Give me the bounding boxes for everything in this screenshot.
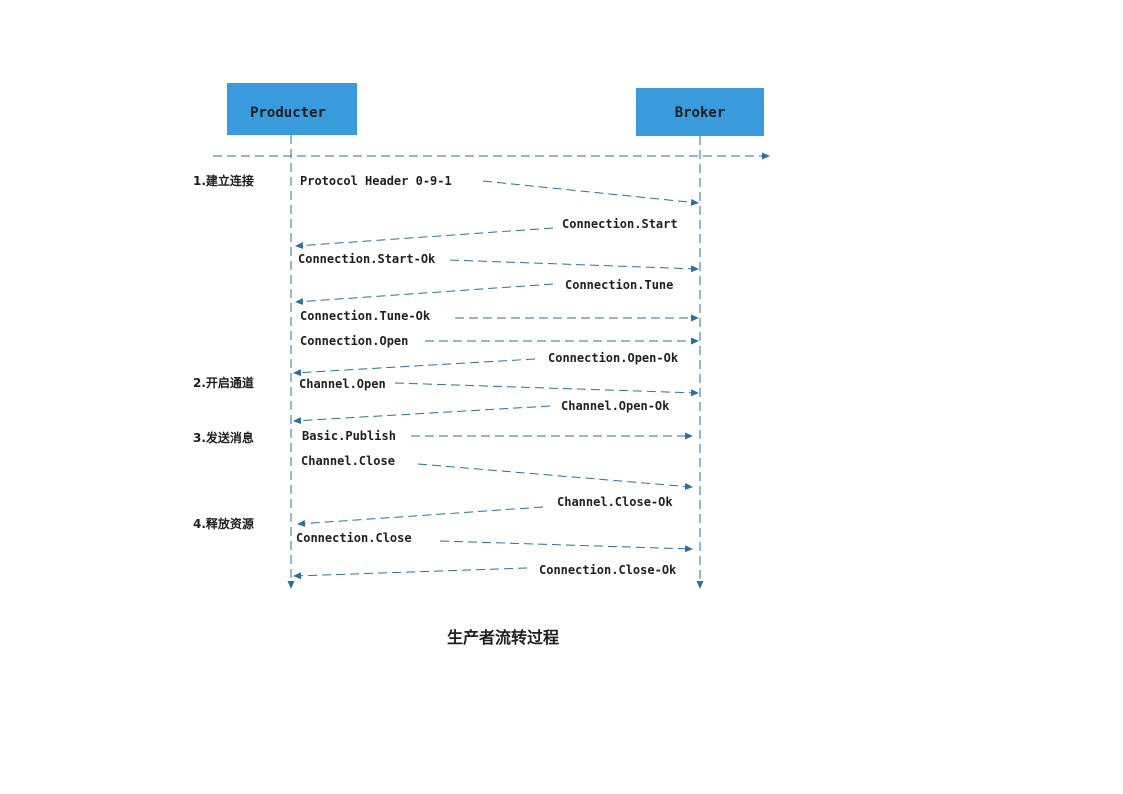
message-label-connection-tune: Connection.Tune — [565, 278, 673, 292]
message-label-connection-close-ok: Connection.Close-Ok — [539, 563, 677, 577]
arrow-channel-close-ok — [297, 506, 544, 528]
step-label-publish: 3.发送消息 — [193, 430, 254, 445]
arrow-channel-close — [417, 463, 693, 490]
message-label-connection-open-ok: Connection.Open-Ok — [548, 351, 679, 365]
arrow-connection-close-ok — [293, 567, 528, 580]
arrow-connection-start — [295, 227, 554, 250]
producer-box — [227, 83, 357, 135]
message-label-connection-tune-ok: Connection.Tune-Ok — [300, 309, 431, 323]
message-label-channel-close: Channel.Close — [301, 454, 395, 468]
broker-box — [636, 88, 764, 136]
step-label-channel: 2.开启通道 — [193, 375, 254, 390]
broker-label: Broker — [675, 105, 726, 121]
message-label-channel-close-ok: Channel.Close-Ok — [557, 495, 673, 509]
arrow-connection-close — [439, 540, 693, 553]
message-label-channel-open: Channel.Open — [299, 377, 386, 391]
message-label-protocol-header: Protocol Header 0-9-1 — [300, 174, 452, 188]
message-label-basic-publish: Basic.Publish — [302, 429, 396, 443]
arrow-protocol-header — [482, 180, 699, 206]
step-label-connect: 1.建立连接 — [193, 173, 254, 188]
message-label-connection-open: Connection.Open — [300, 334, 408, 348]
message-label-channel-open-ok: Channel.Open-Ok — [561, 399, 670, 413]
message-label-connection-close: Connection.Close — [296, 531, 412, 545]
producer-label: Producter — [250, 105, 326, 121]
arrow-connection-start-ok — [449, 259, 699, 273]
arrow-channel-open — [394, 382, 699, 397]
arrow-connection-tune — [295, 283, 554, 306]
message-label-connection-start-ok: Connection.Start-Ok — [298, 252, 436, 266]
arrow-connection-open-ok — [293, 358, 536, 377]
message-label-connection-start: Connection.Start — [562, 217, 678, 231]
arrow-channel-open-ok — [293, 405, 551, 425]
diagram-caption: 生产者流转过程 — [447, 628, 559, 647]
step-label-release: 4.释放资源 — [193, 516, 254, 531]
